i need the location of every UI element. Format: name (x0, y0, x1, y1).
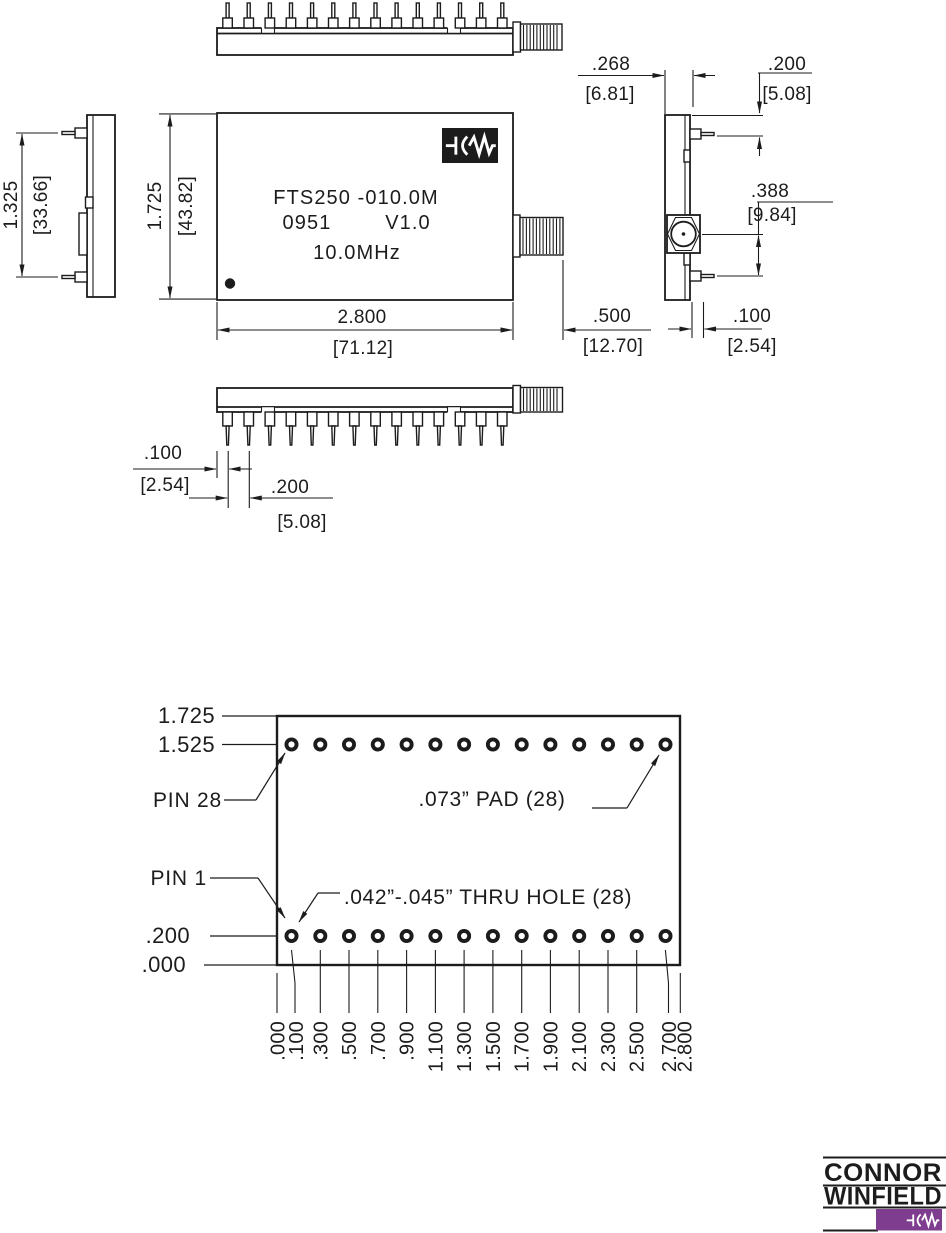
dim-sma-pin-mm: [9.84] (747, 205, 796, 226)
date-code-label: 0951 (283, 212, 332, 234)
fp-y-pad-top: 1.525 (158, 732, 215, 757)
ruler-label: 2.800 (675, 1021, 697, 1072)
front-view: FTS250 -010.0M 0951 V1.0 10.0MHz (216, 112, 564, 301)
dim-conn-off-mm: [6.81] (585, 84, 634, 105)
hole-callout: .042”-.045” THRU HOLE (28) (344, 886, 632, 909)
dim-pin-right-in: .100 (733, 306, 771, 327)
sma-connector-front (512, 214, 564, 258)
ruler-label: 1.500 (483, 1021, 505, 1072)
dim-pin-pitch-mm: [5.08] (277, 512, 326, 533)
ruler-label: .000 (268, 1021, 290, 1061)
sma-connector-bottom (512, 384, 564, 414)
pin1-dot (224, 278, 236, 289)
logo-word-winfield: WINFIELD (824, 1183, 942, 1211)
dim-width-in: 2.800 (337, 307, 386, 328)
dim-pin-edge-mm: [2.54] (140, 475, 189, 496)
fp-y-top: 1.725 (158, 703, 215, 728)
pin28-label: PIN 28 (153, 789, 222, 812)
ruler-label: 2.100 (569, 1021, 591, 1072)
fp-y-pad-bottom: .200 (146, 923, 190, 948)
ruler-label: 1.100 (425, 1021, 447, 1072)
logo-word-connor: CONNOR (824, 1159, 942, 1187)
ruler-label: 2.300 (598, 1021, 620, 1072)
frequency-label: 10.0MHz (313, 242, 401, 264)
connor-winfield-logo: CONNOR WINFIELD (823, 1156, 946, 1232)
ruler-label: .300 (310, 1021, 332, 1061)
ruler-label: 1.700 (512, 1021, 534, 1072)
bottom-view-pins (222, 411, 508, 446)
model-label: FTS250 -010.0M (273, 187, 438, 209)
dim-sma-len-mm: [12.70] (583, 336, 643, 357)
dim-sma-len-in: .500 (593, 306, 631, 327)
top-view-pins (222, 2, 508, 29)
pin1-label: PIN 1 (150, 867, 207, 890)
ruler-label: 2.700 (659, 1021, 681, 1072)
dim-width-mm: [71.12] (333, 338, 393, 359)
ruler-label: 1.900 (540, 1021, 562, 1072)
ruler-label: 1.300 (454, 1021, 476, 1072)
fp-y-origin: .000 (142, 952, 186, 977)
left-side-view (61, 114, 116, 298)
pad-callout: .073” PAD (28) (419, 788, 566, 811)
bottom-view (216, 384, 564, 446)
dim-conn-off-in: .268 (592, 54, 630, 75)
dim-pin-top-mm: [5.08] (762, 84, 811, 105)
top-view (216, 2, 563, 56)
right-side-view (664, 114, 715, 301)
ruler-label: 2.500 (627, 1021, 649, 1072)
dim-pin-pitch-in: .200 (271, 477, 309, 498)
dim-height-in: 1.725 (145, 181, 166, 230)
dim-height-mm: [43.82] (176, 176, 197, 236)
ruler-label: .100 (286, 1021, 308, 1061)
footprint-ruler: .000.100.300 .500 .700 .900 1.100 1.300 1.500 1… (268, 949, 697, 1072)
pcb-footprint: 1.725 1.525 .200 .000 PIN 28 PIN 1 .073”… (142, 703, 697, 1072)
sma-connector-top (512, 21, 563, 53)
dim-side-height-mm: [33.66] (31, 175, 52, 235)
footprint-pads (284, 737, 673, 943)
dim-pin-edge-in: .100 (144, 443, 182, 464)
dim-pin-top-in: .200 (768, 54, 806, 75)
ruler-label: .500 (339, 1021, 361, 1061)
brand-mark-box (442, 128, 498, 163)
dim-side-height-in: 1.325 (1, 180, 22, 229)
dimensions: 1.325 [33.66] 1.725 [43.82] .268 [6.81] … (1, 54, 833, 533)
ruler-label: .900 (397, 1021, 419, 1061)
dim-sma-pin-in: .388 (751, 181, 789, 202)
version-label: V1.0 (385, 212, 431, 234)
ruler-label: .700 (368, 1021, 390, 1061)
dim-pin-right-mm: [2.54] (727, 336, 776, 357)
sma-connector-end (666, 214, 701, 254)
